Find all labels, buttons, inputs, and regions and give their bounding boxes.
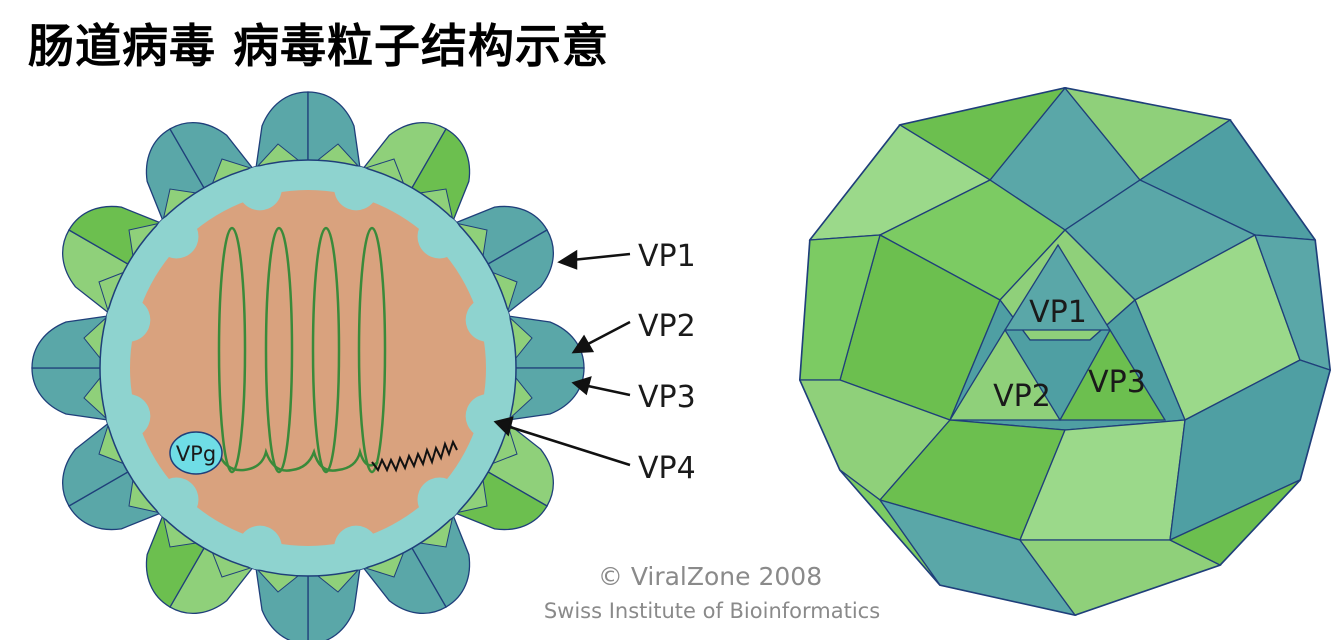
vp2-callout: VP2	[638, 309, 696, 344]
capsid-protomer	[1058, 328, 1167, 421]
capsid-facet	[1168, 479, 1301, 566]
capsid-protomer	[948, 328, 1062, 421]
vp4-scallop	[465, 297, 510, 342]
vp4-scallop	[106, 394, 151, 439]
vp4-callout: VP4	[638, 451, 696, 486]
capsomer	[507, 314, 585, 422]
vp4-scallop	[237, 166, 282, 211]
core-scallops	[106, 166, 510, 570]
vp4-scallop	[106, 297, 151, 342]
rna-genome	[216, 226, 387, 474]
surface-vp1-label: VP1	[1029, 295, 1087, 330]
pointer-arrows	[493, 249, 631, 467]
credit-line-2: Swiss Institute of Bioinformatics	[544, 599, 880, 623]
vp4-scallop	[334, 525, 379, 570]
vp4-scallop	[154, 477, 199, 522]
vp4-scallop	[237, 525, 282, 570]
vp4-scallop	[465, 394, 510, 439]
vp1-callout: VP1	[638, 239, 696, 274]
capsid-surface-diagram: VP1 VP2 VP3	[798, 86, 1332, 617]
page-title: 肠道病毒 病毒粒子结构示意	[28, 19, 610, 73]
poly-a-tail	[371, 439, 458, 473]
capsomer	[254, 567, 362, 640]
capsid-protomer	[1003, 243, 1112, 331]
surface-vp3-label: VP3	[1088, 365, 1146, 400]
vpg-protein	[169, 431, 223, 475]
capsid-facets	[798, 86, 1331, 617]
vp4-scallop	[154, 214, 199, 259]
capsid-facet	[1169, 359, 1331, 542]
cross-section-diagram: VPg VP1 VP2 VP3 VP4	[31, 91, 696, 640]
vpg-label: VPg	[176, 442, 216, 466]
capsomer	[31, 314, 109, 422]
vp4-scallop	[417, 477, 462, 522]
vp3-callout: VP3	[638, 380, 696, 415]
credit-line-1: © ViralZone 2008	[598, 562, 822, 591]
surface-vp2-label: VP2	[993, 379, 1051, 414]
vp4-scallop	[334, 166, 379, 211]
vp4-scallop	[417, 214, 462, 259]
capsomer	[254, 91, 362, 169]
